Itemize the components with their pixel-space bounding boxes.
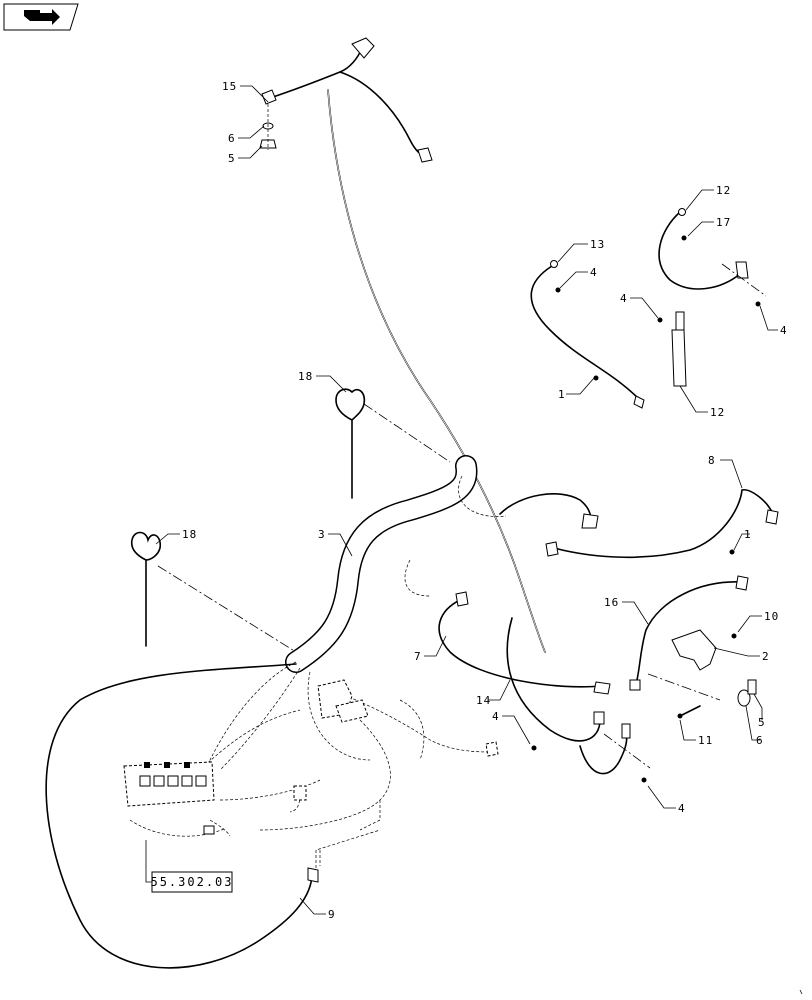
reference-box-label: 55.302.03 [150,875,233,889]
callout-7: 7 [414,650,422,663]
main-battery-cable [261,37,546,653]
ground-cable-12 [658,208,767,307]
callout-17: 17 [716,216,731,229]
callout-4-c: 4 [780,324,788,337]
callout-13: 13 [590,238,605,251]
callout-6-right: 6 [756,734,764,747]
cable-clip-18-upper [335,388,451,499]
callout-4-d: 4 [492,710,500,723]
hardware-5-6-11 [677,679,757,719]
bracket-2 [647,629,737,701]
callout-6: 6 [228,132,236,145]
page-turn-icon[interactable] [3,3,79,31]
ground-strap-12 [657,311,687,387]
callout-12-lower: 12 [710,406,725,419]
callout-5-right: 5 [758,716,766,729]
conduit-hose-3 [285,455,507,673]
cable-7 [438,591,611,695]
cable-16 [629,549,749,691]
callout-8: 8 [708,454,716,467]
washer-nut-stack [259,104,277,150]
callout-4-e: 4 [678,802,686,815]
callout-18-left: 18 [182,528,197,541]
callout-14: 14 [476,694,491,707]
ground-cable-13 [530,260,645,409]
callout-12-top: 12 [716,184,731,197]
cable-clip-18-left [130,531,297,653]
callout-4-b: 4 [620,292,628,305]
callout-16: 16 [604,596,619,609]
callout-10: 10 [764,610,779,623]
callout-9: 9 [328,908,336,921]
corner-mark [799,989,803,995]
wiring-harness-hidden [129,661,499,866]
callouts: 15 6 5 12 17 13 4 4 4 1 12 18 8 [155,80,788,921]
callout-18-upper: 18 [298,370,313,383]
cable-9 [45,663,381,969]
callout-15: 15 [222,80,237,93]
callout-2: 2 [762,650,770,663]
callout-3: 3 [318,528,326,541]
callout-1-right: 1 [744,528,752,541]
callout-4-a: 4 [590,266,598,279]
reference-box[interactable]: 55.302.03 [145,840,234,893]
callout-5: 5 [228,152,236,165]
callout-1-upper: 1 [558,388,566,401]
callout-11: 11 [698,734,713,747]
battery-cable-8 [499,489,779,559]
fuse-block [123,761,215,807]
cable-14 [506,617,651,783]
